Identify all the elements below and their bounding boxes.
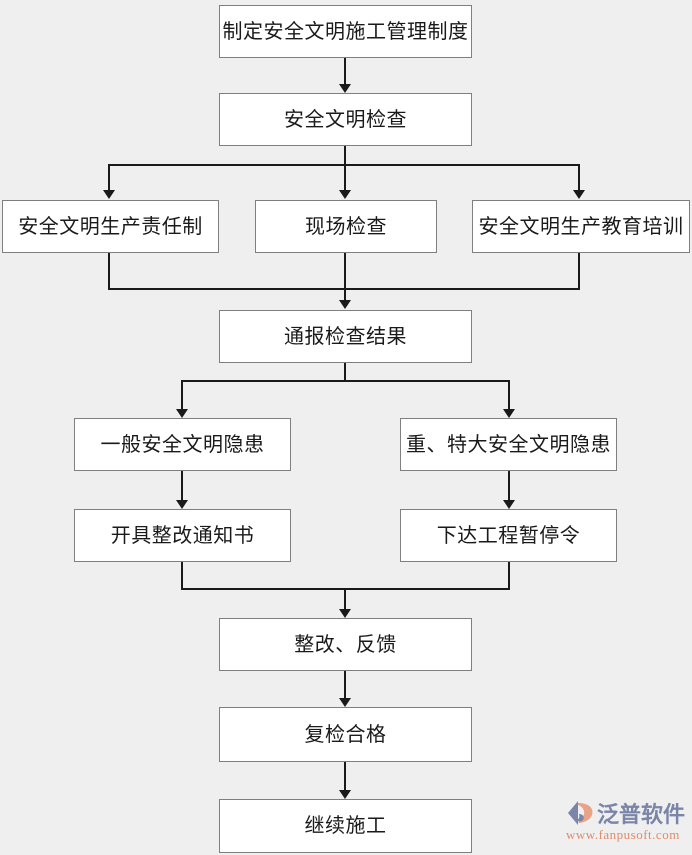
connector-bus-n3 bbox=[108, 164, 110, 190]
connector-n10-merge bbox=[508, 562, 510, 590]
arrowhead-bus-n3 bbox=[103, 190, 115, 199]
flow-node-rectify-feedback[interactable]: 整改、反馈 bbox=[219, 618, 472, 671]
watermark-logo: 泛普软件 www.fanpusoft.com bbox=[566, 797, 686, 847]
arrowhead-n11-n12 bbox=[339, 698, 351, 707]
connector-split-n7 bbox=[181, 380, 183, 409]
fanpu-logo-icon bbox=[568, 801, 593, 825]
flow-node-site-inspection[interactable]: 现场检查 bbox=[255, 200, 437, 253]
connector-n5-merge bbox=[578, 253, 580, 290]
arrowhead-n12-n13 bbox=[339, 790, 351, 799]
arrowhead-split-n8 bbox=[503, 409, 515, 418]
connector-n1-n2 bbox=[344, 58, 346, 84]
connector-n12-n13 bbox=[344, 762, 346, 790]
flow-node-continue-construction[interactable]: 继续施工 bbox=[219, 799, 472, 853]
flow-node-issue-stop-work-order[interactable]: 下达工程暂停令 bbox=[400, 509, 617, 562]
flow-node-formulate-system[interactable]: 制定安全文明施工管理制度 bbox=[219, 5, 472, 58]
arrowhead-bus-n5 bbox=[573, 190, 585, 199]
arrowhead-split-n7 bbox=[176, 409, 188, 418]
flow-node-education-training[interactable]: 安全文明生产教育培训 bbox=[472, 200, 690, 253]
connector-bus-n5 bbox=[578, 164, 580, 190]
connector-n2-bus bbox=[344, 146, 346, 166]
flow-node-safety-inspection[interactable]: 安全文明检查 bbox=[219, 93, 472, 146]
arrowhead-n1-n2 bbox=[339, 84, 351, 93]
flow-node-issue-rectification-notice[interactable]: 开具整改通知书 bbox=[74, 509, 291, 562]
connector-n4-merge bbox=[344, 253, 346, 301]
connector-n7-n9 bbox=[181, 471, 183, 500]
arrowhead-n8-n10 bbox=[503, 500, 515, 509]
flow-node-major-hazard[interactable]: 重、特大安全文明隐患 bbox=[400, 418, 617, 471]
connector-n6-split bbox=[344, 363, 346, 382]
arrowhead-merge-n6 bbox=[339, 300, 351, 309]
connector-n8-n10 bbox=[508, 471, 510, 500]
connector-split-bus-row4 bbox=[181, 380, 510, 382]
connector-bus-n4 bbox=[344, 164, 346, 190]
connector-n3-merge bbox=[108, 253, 110, 290]
arrowhead-bus-n4 bbox=[339, 190, 351, 199]
connector-split-n8 bbox=[508, 380, 510, 409]
watermark-brand-text: 泛普软件 bbox=[597, 803, 686, 828]
arrowhead-merge-n11 bbox=[339, 609, 351, 618]
connector-n9-merge bbox=[181, 562, 183, 590]
connector-n11-n12 bbox=[344, 671, 346, 698]
flow-node-production-responsibility[interactable]: 安全文明生产责任制 bbox=[2, 200, 219, 253]
flow-node-report-results[interactable]: 通报检查结果 bbox=[219, 310, 472, 363]
connector-merge-n11 bbox=[344, 588, 346, 609]
flow-node-general-hazard[interactable]: 一般安全文明隐患 bbox=[74, 418, 291, 471]
arrowhead-n7-n9 bbox=[176, 500, 188, 509]
flow-node-reinspection-passed[interactable]: 复检合格 bbox=[219, 707, 472, 762]
watermark-url-text: www.fanpusoft.com bbox=[566, 827, 680, 842]
